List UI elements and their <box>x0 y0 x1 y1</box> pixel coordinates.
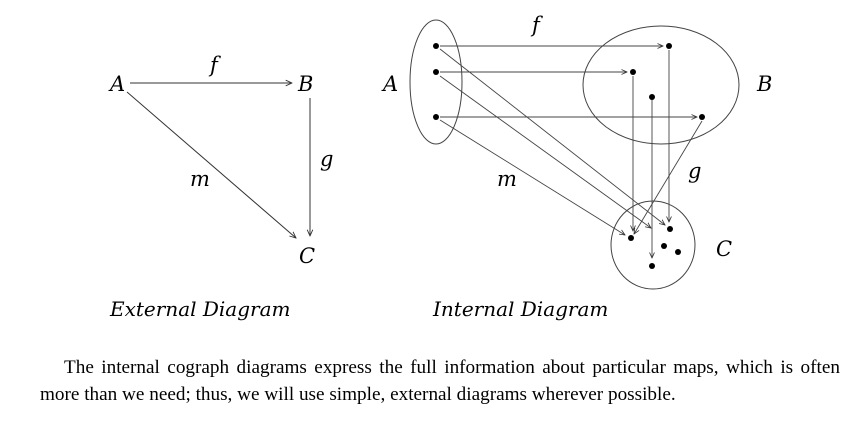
m-arrow <box>439 119 625 235</box>
m-arrow <box>439 48 665 225</box>
element-dot <box>661 243 667 249</box>
set-a-ellipse <box>409 19 463 145</box>
external-label-m: m <box>190 167 210 191</box>
external-node-a: A <box>108 72 125 96</box>
element-dot <box>675 249 681 255</box>
internal-f-arrows <box>440 46 697 117</box>
set-b-ellipse <box>582 25 740 145</box>
external-diagram: A B C f g m External Diagram <box>108 53 333 321</box>
internal-caption: Internal Diagram <box>432 297 608 321</box>
set-c-elements <box>628 226 681 269</box>
figure: A B C f g m External Diagram A B C <box>108 13 772 321</box>
internal-set-label-c: C <box>716 237 732 261</box>
internal-diagram: A B C <box>381 13 772 321</box>
external-label-f: f <box>208 53 221 77</box>
m-arrow <box>439 75 651 228</box>
external-node-c: C <box>299 244 315 268</box>
element-dot <box>649 263 655 269</box>
element-dot <box>433 43 439 49</box>
external-label-g: g <box>320 147 333 171</box>
body-paragraph: The internal cograph diagrams express th… <box>40 354 840 408</box>
internal-m-arrows <box>439 48 665 235</box>
internal-label-f: f <box>530 13 543 37</box>
set-b-elements <box>630 43 705 120</box>
internal-set-label-b: B <box>756 72 772 96</box>
element-dot <box>667 226 673 232</box>
element-dot <box>628 235 634 241</box>
set-c-ellipse <box>610 200 696 290</box>
external-node-b: B <box>297 72 313 96</box>
external-arrow-m <box>126 91 296 238</box>
internal-label-m: m <box>497 167 517 191</box>
g-arrow <box>634 120 703 234</box>
element-dot <box>630 69 636 75</box>
element-dot <box>433 114 439 120</box>
set-a-elements <box>433 43 439 120</box>
paragraph-text: The internal cograph diagrams express th… <box>40 357 840 405</box>
element-dot <box>433 69 439 75</box>
element-dot <box>649 94 655 100</box>
element-dot <box>699 114 705 120</box>
internal-g-arrows <box>633 50 703 258</box>
internal-label-g: g <box>688 159 701 183</box>
internal-set-label-a: A <box>381 72 398 96</box>
element-dot <box>666 43 672 49</box>
external-caption: External Diagram <box>109 297 290 321</box>
